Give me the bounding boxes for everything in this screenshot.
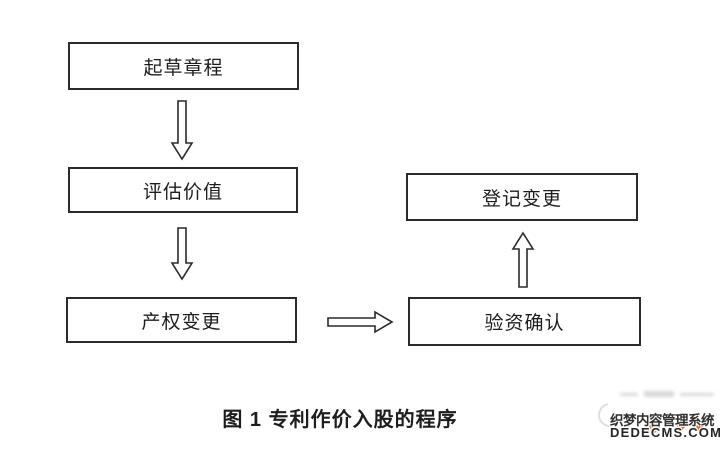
arrow-right-icon: [327, 310, 394, 334]
watermark-text-domain: DEDECMS.COM: [610, 425, 720, 440]
arrow-up-icon: [511, 231, 535, 288]
flow-node-draft-label: 起草章程: [143, 57, 224, 79]
arrow-down-icon: [170, 227, 194, 281]
figure-caption: 图 1 专利作价入股的程序: [222, 409, 458, 431]
flow-node-verify-label: 验资确认: [484, 313, 565, 334]
flow-node-register: 登记变更: [406, 173, 638, 221]
flow-node-property-label: 产权变更: [141, 311, 222, 333]
arrow-down-icon: [170, 100, 194, 161]
flow-node-draft: 起草章程: [68, 42, 299, 90]
flow-node-register-label: 登记变更: [481, 188, 562, 210]
watermark-text-cn: 织梦内容管理系统: [610, 413, 715, 428]
dedecms-watermark: 织梦内容管理系统 DEDECMS.COM: [592, 385, 720, 447]
faint-ghost-marks: [616, 391, 716, 403]
flow-node-property: 产权变更: [66, 297, 297, 343]
flow-node-evaluate-label: 评估价值: [142, 181, 223, 203]
flow-node-evaluate: 评估价值: [68, 167, 298, 213]
flow-node-verify: 验资确认: [408, 297, 641, 346]
